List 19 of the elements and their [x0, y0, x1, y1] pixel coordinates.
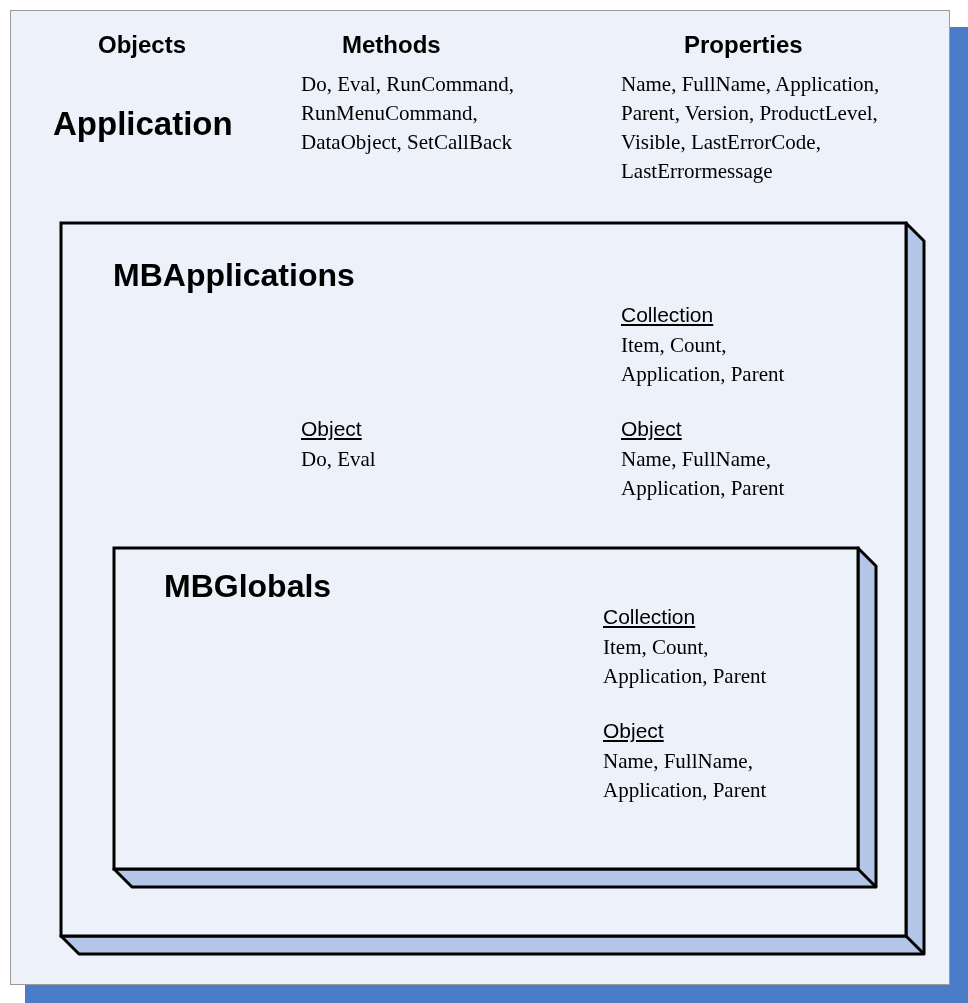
section-heading: Object	[301, 417, 362, 441]
section-heading: Collection	[603, 605, 696, 629]
property-list: Item, Count, Application, Parent	[603, 633, 798, 691]
method-list: Do, Eval	[301, 445, 501, 474]
column-heading: Objects	[98, 31, 187, 59]
object-name: Application	[53, 105, 233, 143]
property-list: Name, FullName, Application, Parent, Version, ProductLevel, Visible, LastErrorCode, LastErrormessage	[621, 70, 941, 186]
property-list: Name, FullName, Application, Parent	[603, 747, 823, 805]
diagram-panel	[10, 10, 950, 985]
method-list: Do, Eval, RunCommand, RunMenuCommand, DataObject, SetCallBack	[301, 70, 571, 157]
property-list: Item, Count, Application, Parent	[621, 331, 816, 389]
section-heading: Object	[621, 417, 682, 441]
column-heading: Properties	[684, 31, 803, 59]
section-heading: Object	[603, 719, 664, 743]
object-name: MBGlobals	[164, 568, 332, 605]
column-heading: Methods	[342, 31, 441, 59]
object-name: MBApplications	[113, 257, 355, 294]
property-list: Name, FullName, Application, Parent	[621, 445, 841, 503]
section-heading: Collection	[621, 303, 714, 327]
